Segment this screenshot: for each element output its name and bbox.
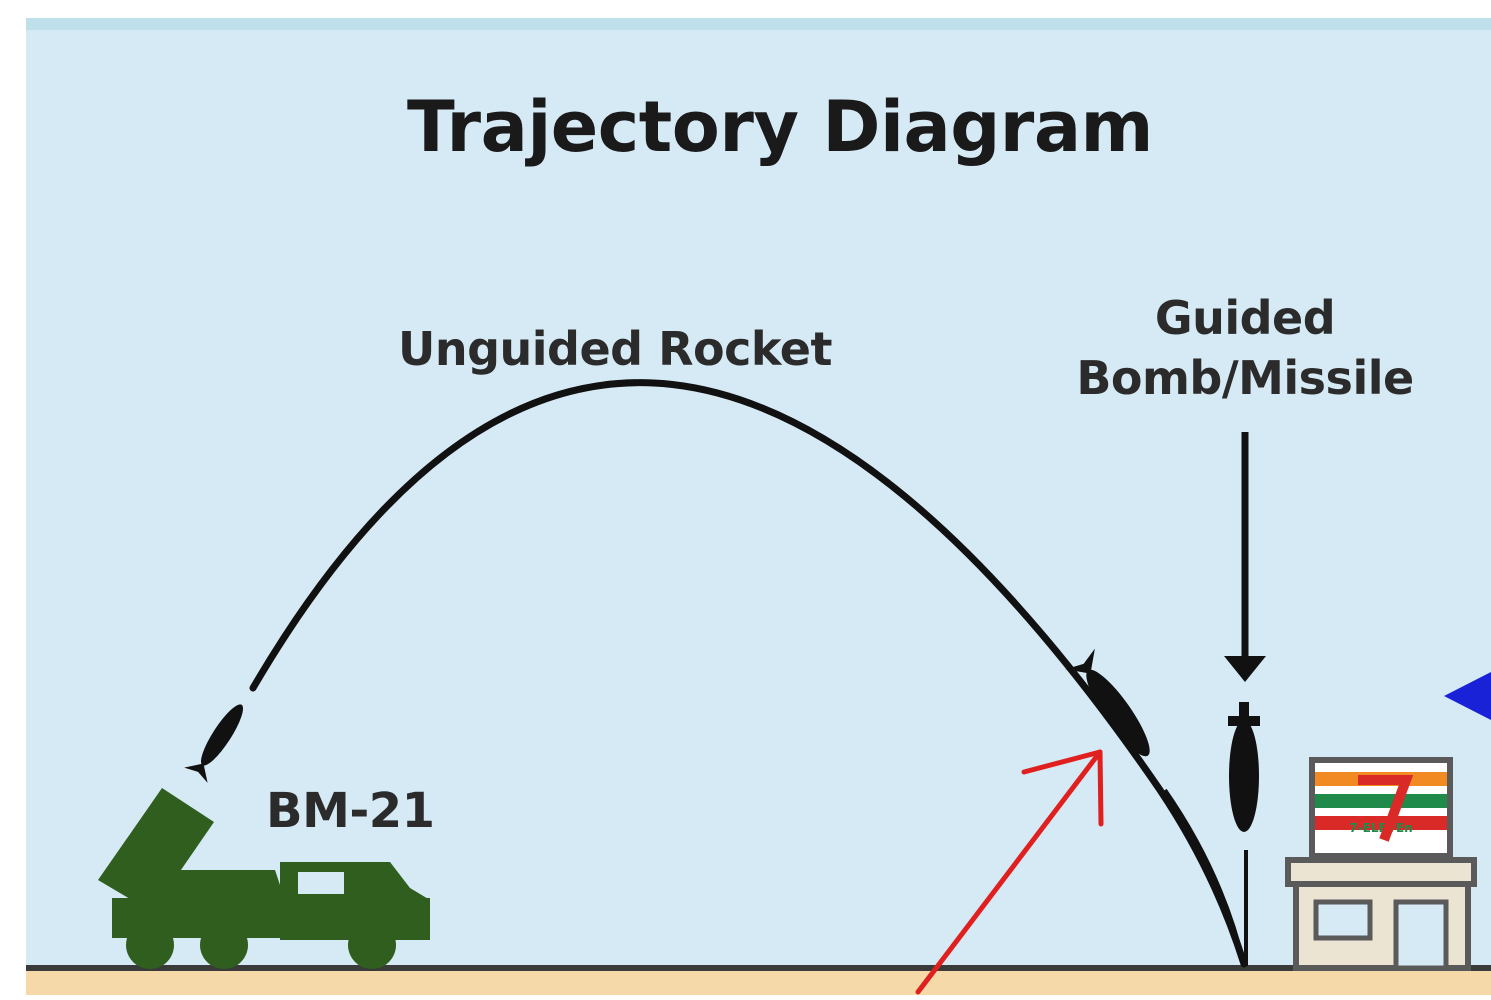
launcher-label: BM-21: [266, 783, 435, 839]
bomb-icon: [1228, 702, 1260, 832]
rocket-icon: [1065, 648, 1150, 757]
unguided-rocket-label: Unguided Rocket: [398, 322, 832, 376]
annotation-arrow: [915, 749, 1104, 995]
unguided-trajectory: [249, 379, 1248, 968]
guided-label-line2: Bomb/Missile: [1076, 351, 1414, 405]
trajectory-tail: [1163, 788, 1246, 965]
guided-bomb-label: Guided Bomb/Missile: [1075, 288, 1415, 408]
pointer-arrow-icon: [1444, 672, 1491, 720]
arrow-icon: [1224, 656, 1266, 682]
truck-launcher-icon: [98, 788, 430, 969]
store-sign: 7-ELEVEn: [1349, 821, 1412, 835]
diagram-title: Trajectory Diagram: [407, 86, 1154, 168]
rocket-icon: [184, 704, 244, 783]
convenience-store-icon: 7-ELEVEn: [1285, 757, 1477, 971]
top-band: [26, 18, 1491, 30]
guided-label-line1: Guided: [1154, 291, 1336, 345]
